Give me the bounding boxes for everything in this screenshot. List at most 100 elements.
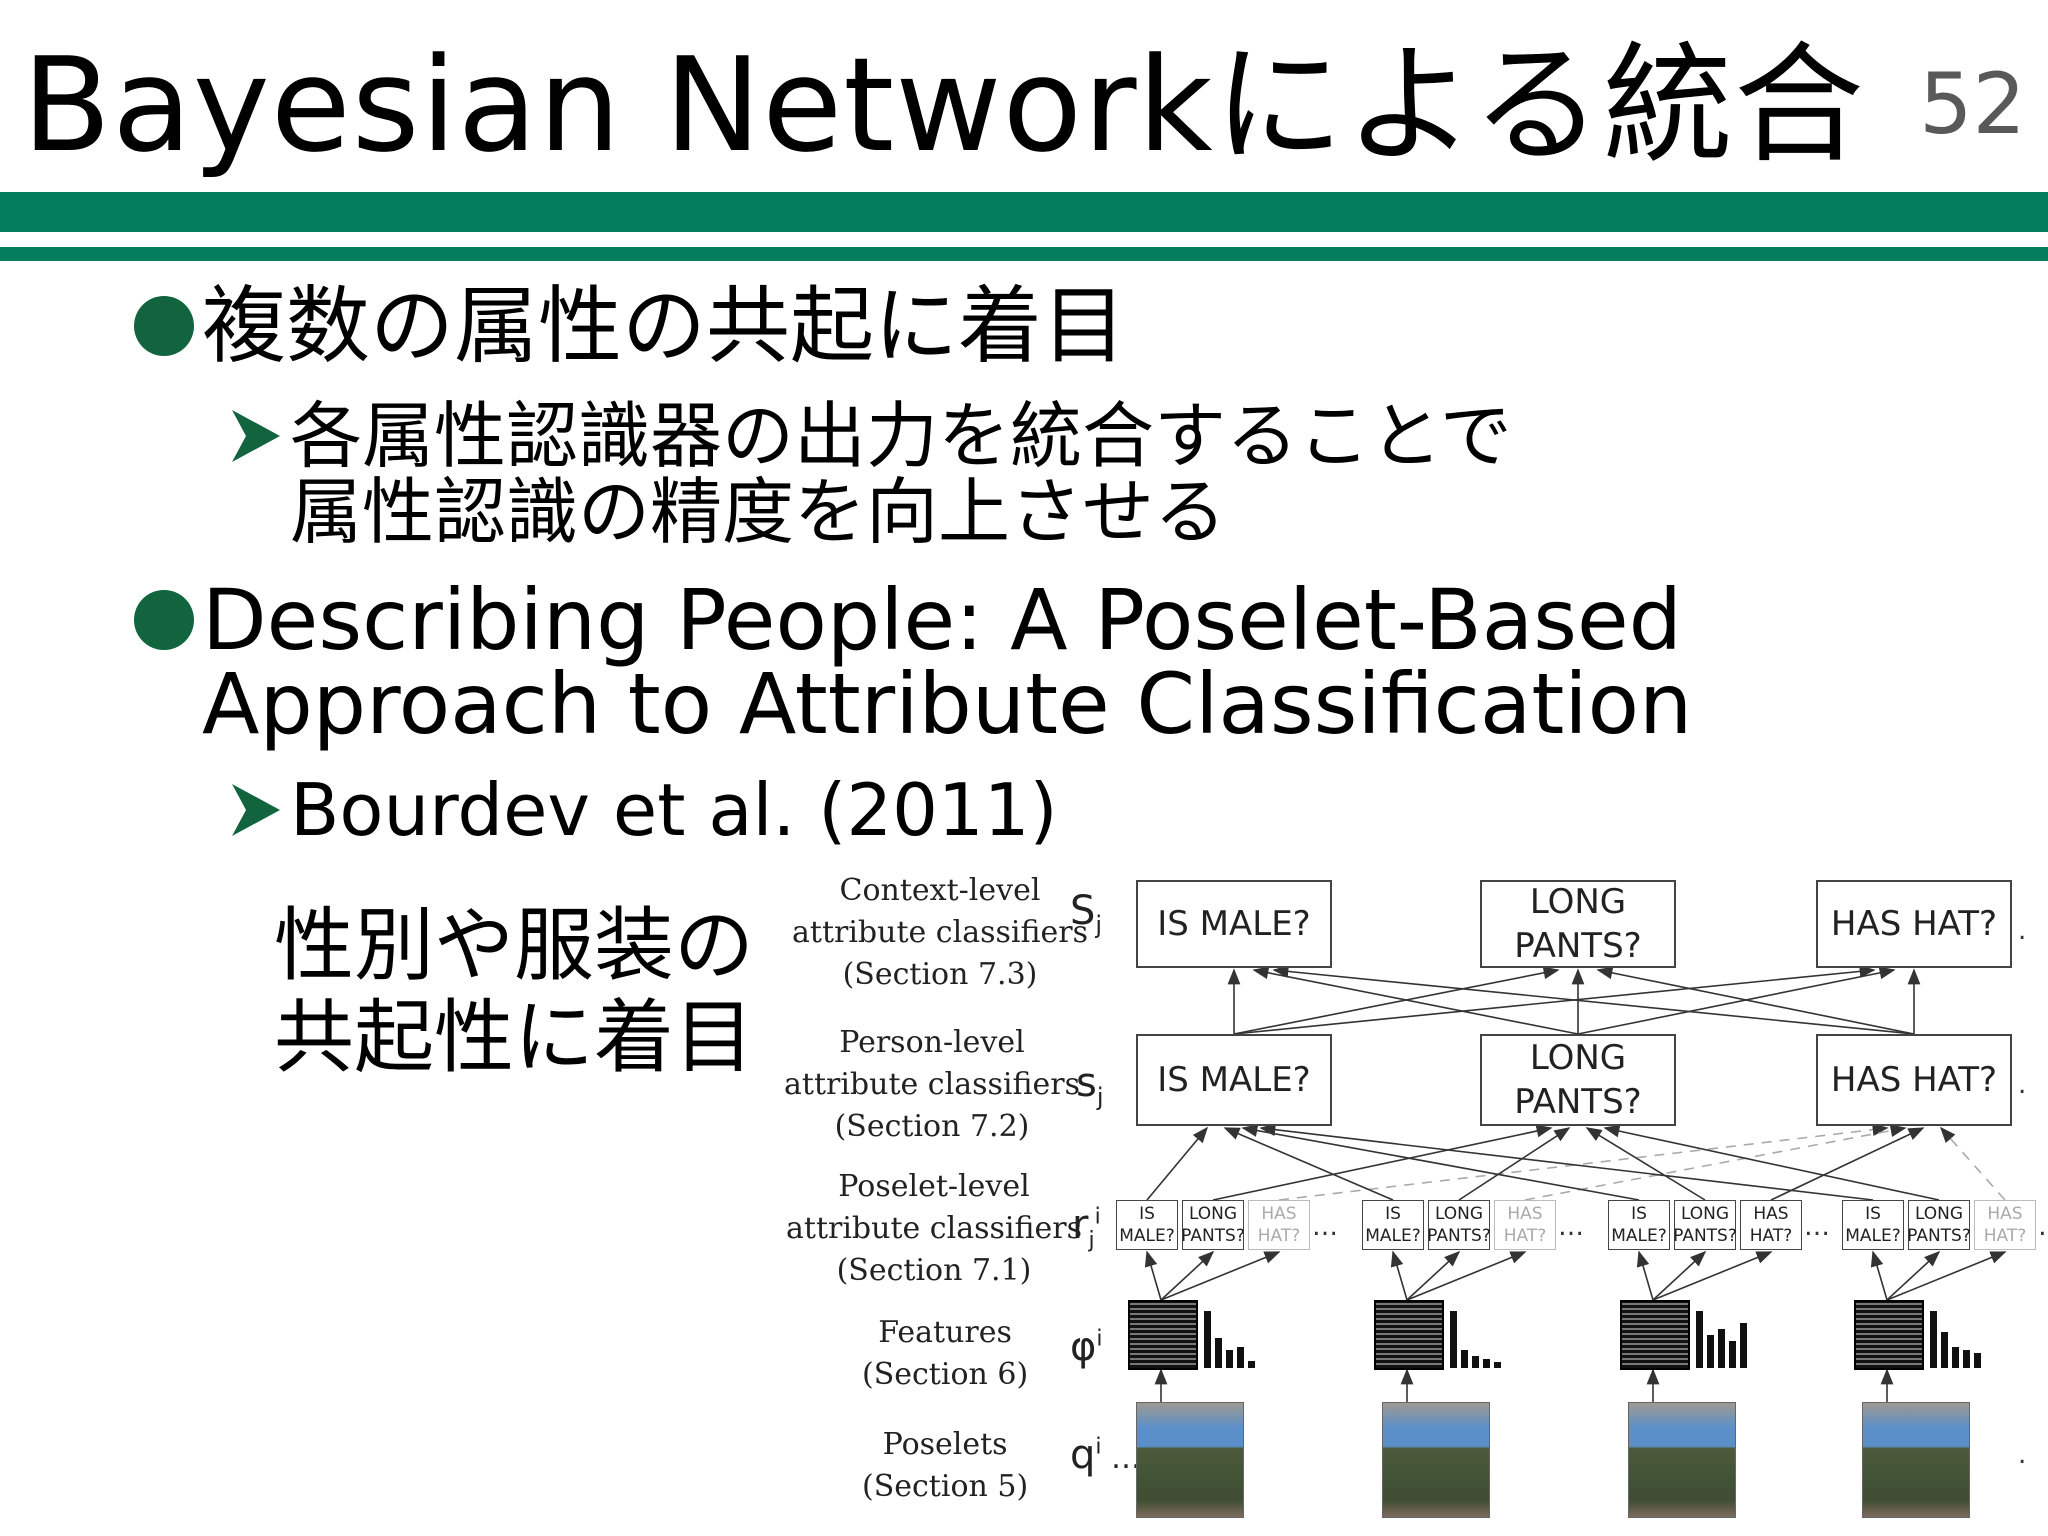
histogram-bar <box>1740 1323 1747 1368</box>
histogram-bar <box>1237 1347 1244 1368</box>
histogram-bar <box>1450 1311 1457 1368</box>
hog-feature-icon <box>1374 1300 1444 1370</box>
sub-bullet-1-line-1: 各属性認識器の出力を統合することで <box>290 394 1512 478</box>
symbol-person: sj <box>1076 1060 1104 1111</box>
network-edge <box>1252 966 1579 1035</box>
network-edge <box>1233 966 1560 1035</box>
histogram-bar <box>1963 1350 1970 1368</box>
context-ellipsis: . <box>2018 916 2027 946</box>
network-edge <box>1458 1127 1571 1201</box>
network-edge <box>1272 965 1915 1035</box>
network-edge <box>1577 966 1896 1035</box>
network-edge <box>1939 1126 2006 1201</box>
network-edge <box>1390 1250 1408 1301</box>
poselet-photo <box>1862 1402 1970 1518</box>
poselet-attribute-box: LONG PANTS? <box>1673 1200 1737 1250</box>
histogram-bar <box>1930 1311 1937 1368</box>
context-box-has-hat: HAS HAT? <box>1816 880 2012 968</box>
side-note-line-2: 共起性に着目 <box>274 991 754 1084</box>
side-note-line-1: 性別や服装の <box>274 899 754 992</box>
hog-feature-icon <box>1128 1300 1198 1370</box>
network-edge <box>1870 1250 1888 1301</box>
network-edge <box>1886 1250 1941 1301</box>
network-edge <box>1406 1250 1461 1301</box>
poselet-attribute-box: HAS HAT? <box>1494 1200 1556 1250</box>
poselet-attribute-box: IS MALE? <box>1116 1200 1178 1250</box>
bullet-dot-icon <box>134 590 194 650</box>
histogram-bar <box>1941 1332 1948 1368</box>
network-edge <box>1212 1124 1553 1201</box>
network-edge <box>1585 1127 1706 1201</box>
poselet-attribute-box: HAS HAT? <box>1974 1200 2036 1250</box>
symbol-context: Sj <box>1070 888 1103 939</box>
network-edge <box>1146 1126 1209 1201</box>
poselet-attribute-box: IS MALE? <box>1362 1200 1424 1250</box>
poselet-group-ellipsis: … <box>1312 1212 1338 1242</box>
bullet-dot-icon <box>134 296 194 356</box>
poselet-attribute-box: HAS HAT? <box>1248 1200 1310 1250</box>
level-label-features: Features(Section 6) <box>862 1315 1029 1392</box>
network-edge <box>1241 1124 1640 1201</box>
histogram-bar <box>1952 1347 1959 1368</box>
symbol-features: φi <box>1070 1324 1103 1370</box>
poselet-ellipsis: . <box>2018 1440 2027 1470</box>
histogram-bar <box>1483 1359 1490 1368</box>
poselet-attribute-box: IS MALE? <box>1842 1200 1904 1250</box>
person-box-is-male: IS MALE? <box>1136 1034 1332 1126</box>
bullet-1-text: 複数の属性の共起に着目 <box>202 277 1127 375</box>
histogram-bar <box>1461 1350 1468 1368</box>
title-rule-thick <box>0 192 2048 232</box>
sub-bullet-2-text: Bourdev et al. (2011) <box>290 768 1058 852</box>
bullet-2-line-1: Describing People: A Poselet-Based <box>202 571 1682 669</box>
network-edge <box>1259 1123 1874 1201</box>
network-edge <box>1603 1124 1940 1201</box>
network-edge <box>1406 1251 1527 1301</box>
poselet-photo <box>1382 1402 1490 1518</box>
network-edge <box>1144 1250 1162 1301</box>
symbol-poselets: qi … <box>1070 1432 1142 1478</box>
slide-title: Bayesian Networkによる統合 <box>22 29 1865 181</box>
poselet-group-ellipsis: … <box>2038 1212 2048 1242</box>
person-box-long-pants: LONG PANTS? <box>1480 1034 1676 1126</box>
network-edge <box>1160 1251 1281 1301</box>
poselet-photo <box>1136 1402 1244 1518</box>
histogram-bar <box>1696 1311 1703 1368</box>
histogram-bar <box>1707 1335 1714 1368</box>
person-ellipsis: . <box>2018 1070 2027 1100</box>
poselet-group-ellipsis: … <box>1804 1212 1830 1242</box>
network-edge <box>1223 1127 1394 1201</box>
page-number: 52 <box>1919 55 2026 153</box>
histogram-bar <box>1974 1353 1981 1368</box>
context-box-long-pants: LONG PANTS? <box>1480 880 1676 968</box>
poselet-attribute-box: LONG PANTS? <box>1181 1200 1245 1250</box>
histogram-bar <box>1248 1361 1255 1368</box>
poselet-group-ellipsis: … <box>1558 1212 1584 1242</box>
histogram-bar <box>1729 1341 1736 1368</box>
poselet-attribute-box: LONG PANTS? <box>1427 1200 1491 1250</box>
histogram-bar <box>1718 1329 1725 1368</box>
network-edge <box>1278 1123 1889 1201</box>
network-edge <box>1160 1250 1215 1301</box>
poselet-photo <box>1628 1402 1736 1518</box>
histogram-bar <box>1204 1311 1211 1368</box>
poselet-attribute-box: IS MALE? <box>1608 1200 1670 1250</box>
histogram-bar <box>1472 1356 1479 1368</box>
histogram-bar <box>1494 1362 1501 1368</box>
network-edge <box>1652 1251 1773 1301</box>
network-edge <box>1233 965 1876 1035</box>
sub-bullet-1-line-2: 属性認識の精度を向上させる <box>290 470 1227 554</box>
histogram-bar <box>1215 1338 1222 1368</box>
poselet-attribute-box: LONG PANTS? <box>1907 1200 1971 1250</box>
bullet-2-line-2: Approach to Attribute Classification <box>202 655 1693 753</box>
network-edge <box>1636 1250 1654 1301</box>
side-note: 性別や服装の 共起性に着目 <box>274 900 754 1084</box>
arrow-bullet-icon <box>232 410 280 462</box>
network-edges <box>1144 965 2007 1402</box>
title-rule-thin <box>0 247 2048 261</box>
network-edge <box>1596 966 1915 1035</box>
context-box-is-male: IS MALE? <box>1136 880 1332 968</box>
